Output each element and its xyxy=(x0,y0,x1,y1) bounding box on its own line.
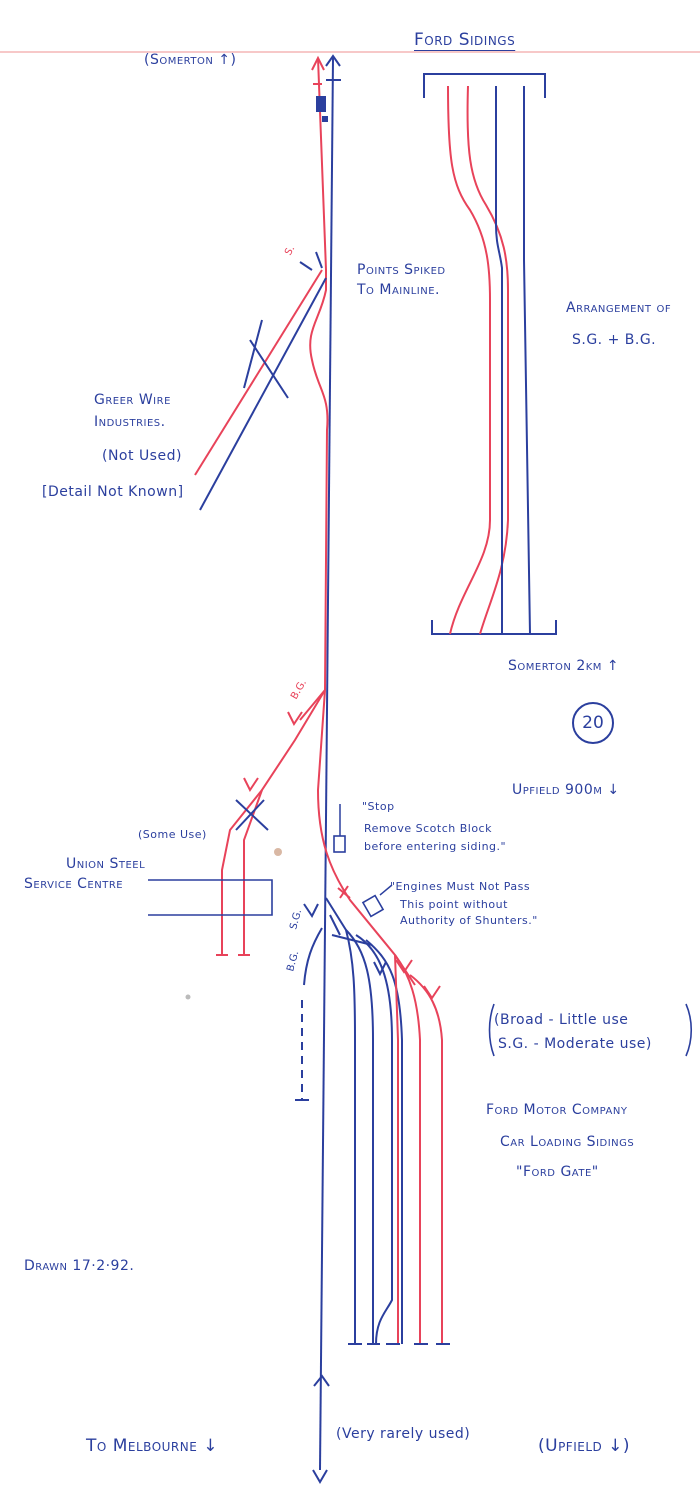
greer-siding-red xyxy=(194,269,323,476)
use-bracket-left xyxy=(488,1003,495,1057)
mainline-arrow-top xyxy=(325,54,341,67)
stop-label-1: "Stop xyxy=(362,800,395,813)
greer-cross-mark xyxy=(243,319,289,399)
sg-arrow-top xyxy=(311,55,325,85)
engines-label-3: Authority of Shunters." xyxy=(400,914,538,927)
sg-tag-yard: S.G. xyxy=(288,908,304,931)
ford-label-3: "Ford Gate" xyxy=(516,1164,599,1180)
rarely-used-label: (Very rarely used) xyxy=(336,1426,471,1442)
union-yy-2 xyxy=(243,777,259,792)
some-use-label: (Some Use) xyxy=(138,828,207,841)
inset-blue-1 xyxy=(495,86,503,634)
greer-label-1: Greer Wire xyxy=(94,392,171,408)
sg-use-label: S.G. - Moderate use) xyxy=(498,1036,652,1052)
page-number: 20 xyxy=(572,702,614,744)
engines-sign xyxy=(361,894,385,918)
spiked-points-mark xyxy=(299,251,323,271)
somerton-top-label: (Somerton ↑) xyxy=(144,52,237,68)
union-label-2: Service Centre xyxy=(24,876,124,892)
engines-label-2: This point without xyxy=(400,898,508,911)
stop-label-2: Remove Scotch Block xyxy=(364,822,492,835)
drawn-date-label: Drawn 17·2·92. xyxy=(24,1258,135,1274)
union-siding-red-3 xyxy=(299,689,326,721)
yard-blue-yy-1 xyxy=(303,903,319,918)
arrangement-label-2: S.G. + B.G. xyxy=(572,332,657,348)
sg-mainline-upper xyxy=(309,57,329,691)
yard-yy-1 xyxy=(395,959,413,974)
yard-blue-yy-2 xyxy=(373,961,387,977)
inset-top-bracket xyxy=(423,73,546,98)
ford-sidings-inset xyxy=(423,73,557,635)
union-yy-1 xyxy=(287,711,303,726)
inset-blue-2 xyxy=(523,86,531,635)
red-cross-point xyxy=(337,885,351,899)
mainline-arrow-bottom xyxy=(312,1469,328,1484)
to-melbourne-label: To Melbourne ↓ xyxy=(86,1436,218,1456)
paper-spot-2 xyxy=(185,994,191,1000)
bg-tag-union: B.G. xyxy=(289,678,309,702)
greer-siding-blue xyxy=(199,277,327,511)
yard-red-3 xyxy=(394,954,399,1344)
yard-yy-2 xyxy=(423,985,441,1000)
union-cross xyxy=(235,799,269,831)
sg-mainline-lower xyxy=(316,689,416,986)
yard-blue-2 xyxy=(345,929,374,1344)
ford-label-2: Car Loading Sidings xyxy=(500,1134,635,1150)
yard-blue-left xyxy=(303,927,323,986)
stop-sign-post xyxy=(333,835,346,853)
paper-spot-1 xyxy=(274,848,282,856)
union-building xyxy=(148,879,273,916)
upfield-m-label: Upfield 900m ↓ xyxy=(512,782,620,798)
inset-red-1 xyxy=(447,85,491,635)
broad-use-label: (Broad - Little use xyxy=(494,1012,629,1028)
stop-label-3: before entering siding." xyxy=(364,840,507,853)
ford-label-1: Ford Motor Company xyxy=(486,1102,628,1118)
greer-label-3: (Not Used) xyxy=(102,448,182,464)
use-bracket-right xyxy=(685,1003,693,1057)
yard-blue-cross xyxy=(329,914,373,946)
upfield-bottom-label: (Upfield ↓) xyxy=(538,1436,631,1456)
union-siding-red-2 xyxy=(221,789,263,955)
arrangement-label-1: Arrangement of xyxy=(566,300,672,316)
mainline-track xyxy=(319,57,334,1471)
diagram-title: Ford Sidings xyxy=(414,30,516,50)
yard-red-2 xyxy=(409,974,443,1344)
yard-red-1 xyxy=(394,954,421,1344)
points-spiked-label-1: Points Spiked xyxy=(357,262,446,278)
detail-unknown-label: [Detail Not Known] xyxy=(42,484,184,500)
engines-sign-stem xyxy=(379,884,393,896)
greer-label-2: Industries. xyxy=(94,414,166,430)
mainline-arrow-up-bottom xyxy=(313,1374,330,1387)
signal-block xyxy=(316,96,326,112)
yard-blue-3 xyxy=(355,934,393,1345)
signal-block-small xyxy=(322,116,328,122)
inset-red-2 xyxy=(466,85,509,635)
yard-blue-1 xyxy=(325,897,356,1344)
points-spiked-label-2: To Mainline. xyxy=(357,282,440,298)
somerton-km-label: Somerton 2km ↑ xyxy=(508,658,620,674)
yard-blue-4 xyxy=(365,939,403,1344)
engines-label-1: "Engines Must Not Pass xyxy=(390,880,531,893)
bg-tag-yard: B.G. xyxy=(285,950,301,973)
union-label-1: Union Steel xyxy=(66,856,146,872)
sg-tag-greer: S. xyxy=(283,244,297,258)
inset-bottom-bracket xyxy=(431,620,557,635)
